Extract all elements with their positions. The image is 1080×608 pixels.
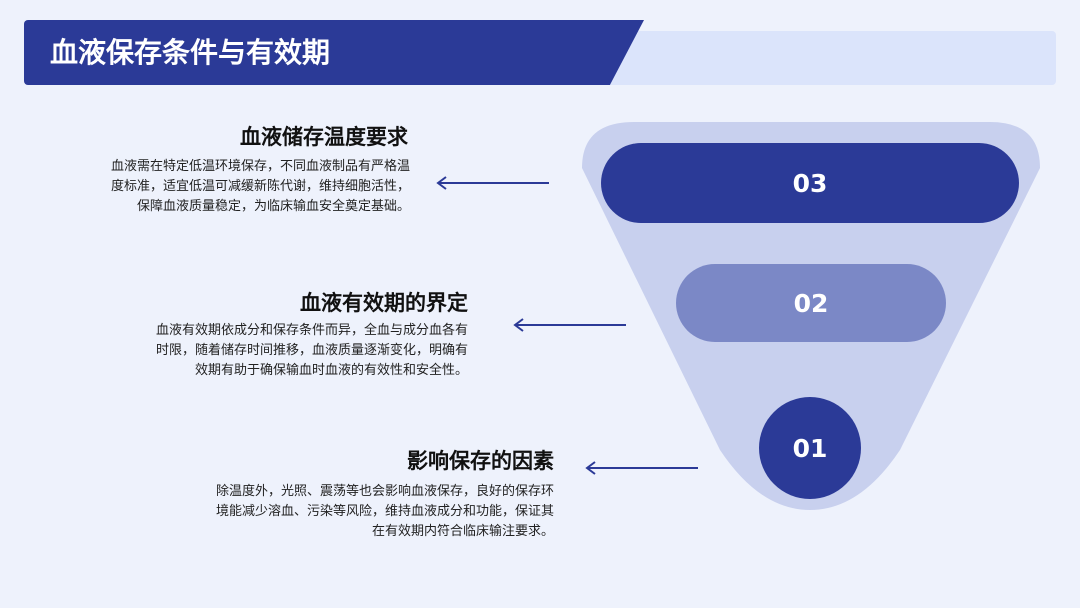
- funnel-step-02: 02: [676, 264, 946, 342]
- arrow-left-icon: [436, 176, 549, 190]
- desc-line: 在有效期内符合临床输注要求。: [371, 524, 554, 539]
- step-number: 02: [793, 288, 829, 318]
- item-title-factors: 影响保存的因素: [407, 449, 554, 473]
- item-title-temperature: 血液储存温度要求: [240, 125, 408, 149]
- step-number: 01: [792, 433, 828, 463]
- arrow-left-icon: [513, 318, 626, 332]
- funnel-step-01: 01: [759, 397, 861, 499]
- desc-line: 血液需在特定低温环境保存，不同血液制品有严格温: [110, 159, 410, 174]
- header-bar: [24, 20, 644, 85]
- desc-line: 除温度外，光照、震荡等也会影响血液保存，良好的保存环: [215, 484, 554, 499]
- desc-line: 度标准，适宜低温可减缓新陈代谢，维持细胞活性，: [110, 179, 410, 194]
- funnel-step-03: 03: [601, 143, 1019, 223]
- page-title: 血液保存条件与有效期: [50, 36, 331, 69]
- desc-line: 时限，随着储存时间推移，血液质量逐渐变化，明确有: [155, 343, 468, 358]
- desc-line: 保障血液质量稳定，为临床输血安全奠定基础。: [136, 199, 410, 214]
- desc-line: 效期有助于确保输血时血液的有效性和安全性。: [194, 363, 468, 378]
- item-desc-temperature: 血液需在特定低温环境保存，不同血液制品有严格温 度标准，适宜低温可减缓新陈代谢，…: [111, 157, 410, 217]
- item-title-validity: 血液有效期的界定: [300, 291, 468, 315]
- item-desc-factors: 除温度外，光照、震荡等也会影响血液保存，良好的保存环 境能减少溶血、污染等风险，…: [216, 482, 554, 542]
- item-desc-validity: 血液有效期依成分和保存条件而异，全血与成分血各有 时限，随着储存时间推移，血液质…: [156, 321, 468, 381]
- desc-line: 血液有效期依成分和保存条件而异，全血与成分血各有: [155, 323, 468, 338]
- arrow-left-icon: [585, 461, 698, 475]
- desc-line: 境能减少溶血、污染等风险，维持血液成分和功能，保证其: [215, 504, 554, 519]
- step-number: 03: [792, 168, 828, 198]
